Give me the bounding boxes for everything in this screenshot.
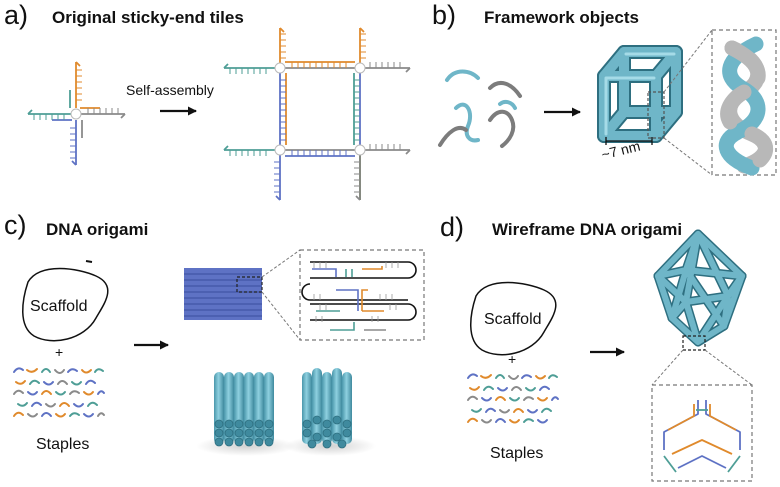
scaffold-label-c: Scaffold	[30, 298, 88, 315]
self-assembly-label: Self-assembly	[126, 82, 214, 98]
panel-a-letter: a)	[4, 0, 29, 30]
staples-pile-d	[467, 373, 559, 424]
honeycomb-lattice-bundle	[302, 368, 352, 449]
vertex-junction-diagram	[663, 400, 741, 473]
panel-c	[13, 249, 425, 456]
scale-bar	[605, 137, 653, 145]
panel-a-title: Original sticky-end tiles	[52, 8, 244, 27]
panel-b	[438, 29, 777, 176]
staples-label-d: Staples	[490, 445, 544, 462]
free-strands	[438, 69, 522, 148]
plus-d: +	[508, 351, 517, 367]
crossover-diagram	[301, 261, 417, 331]
scaffold-label-d: Scaffold	[484, 311, 542, 328]
panel-a	[27, 27, 411, 201]
panel-c-title: DNA origami	[46, 220, 149, 239]
crossover-inset-frame	[299, 249, 425, 341]
zoom-box-c	[236, 276, 263, 293]
flat-origami-sheet	[184, 268, 262, 320]
panel-d	[467, 229, 753, 482]
panel-b-title: Framework objects	[484, 8, 639, 27]
double-helix	[718, 36, 773, 176]
panel-d-letter: d)	[440, 212, 465, 242]
staples-label-c: Staples	[36, 436, 90, 453]
vertex-inset-frame	[651, 384, 753, 482]
icosahedron-wireframe	[653, 229, 747, 347]
panel-b-letter: b)	[432, 0, 457, 30]
assembled-lattice	[223, 27, 411, 201]
single-sticky-end-tile	[27, 61, 126, 166]
panel-c-letter: c)	[4, 210, 27, 240]
scaffold-loop-d	[470, 281, 557, 356]
staples-pile-c	[13, 367, 105, 418]
cube-framework	[597, 45, 683, 143]
zoom-box-b	[647, 91, 665, 139]
zoom-box-d	[682, 335, 706, 351]
panel-d-title: Wireframe DNA origami	[492, 220, 683, 239]
scaffold-loop-c	[22, 267, 109, 342]
square-lattice-bundle	[214, 372, 274, 447]
plus-c: +	[55, 344, 64, 360]
